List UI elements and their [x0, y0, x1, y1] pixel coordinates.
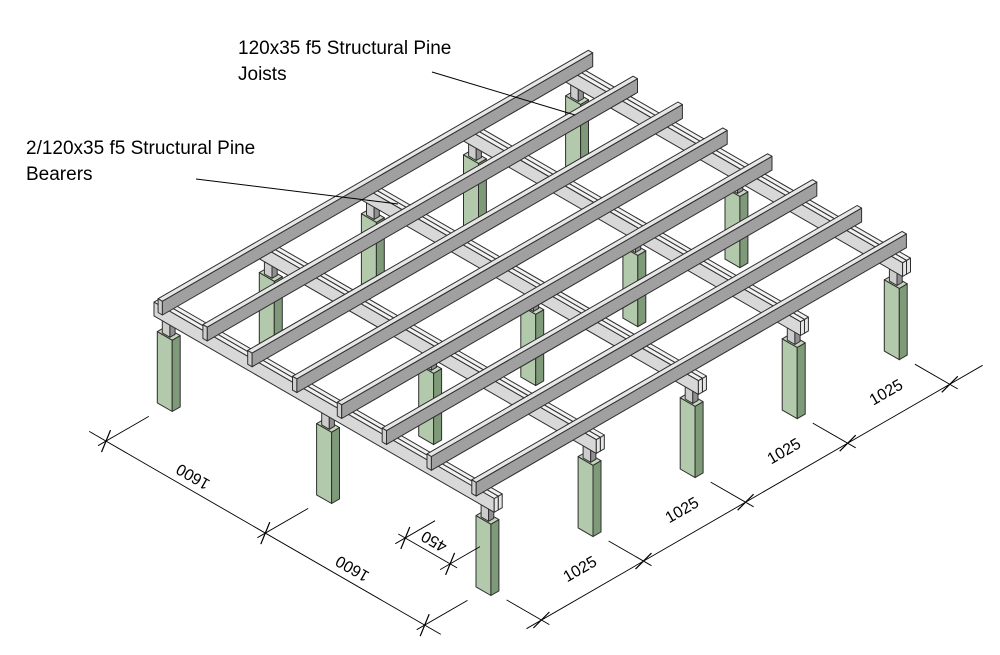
- leader-lines: [195, 71, 576, 205]
- joists-callout-line2: Joists: [238, 64, 287, 85]
- dimension-label: 1025: [663, 494, 702, 527]
- joists-callout: 120x35 f5 Structural Pine Joists: [238, 36, 451, 88]
- dimension-label: 450: [419, 527, 451, 555]
- dimension-label: 1600: [333, 552, 372, 585]
- joists-callout-line1: 120x35 f5 Structural Pine: [238, 38, 452, 59]
- dimension-label: 1025: [765, 435, 804, 468]
- joists-group: [157, 49, 907, 497]
- dimension-label: 1025: [867, 377, 906, 410]
- bearers-callout-line2: Bearers: [26, 164, 93, 185]
- dimension-label: 1600: [174, 460, 213, 493]
- dimension-label: 1025: [561, 553, 600, 586]
- bearers-callout: 2/120x35 f5 Structural Pine Bearers: [26, 136, 255, 188]
- bearers-callout-line1: 2/120x35 f5 Structural Pine: [26, 138, 256, 159]
